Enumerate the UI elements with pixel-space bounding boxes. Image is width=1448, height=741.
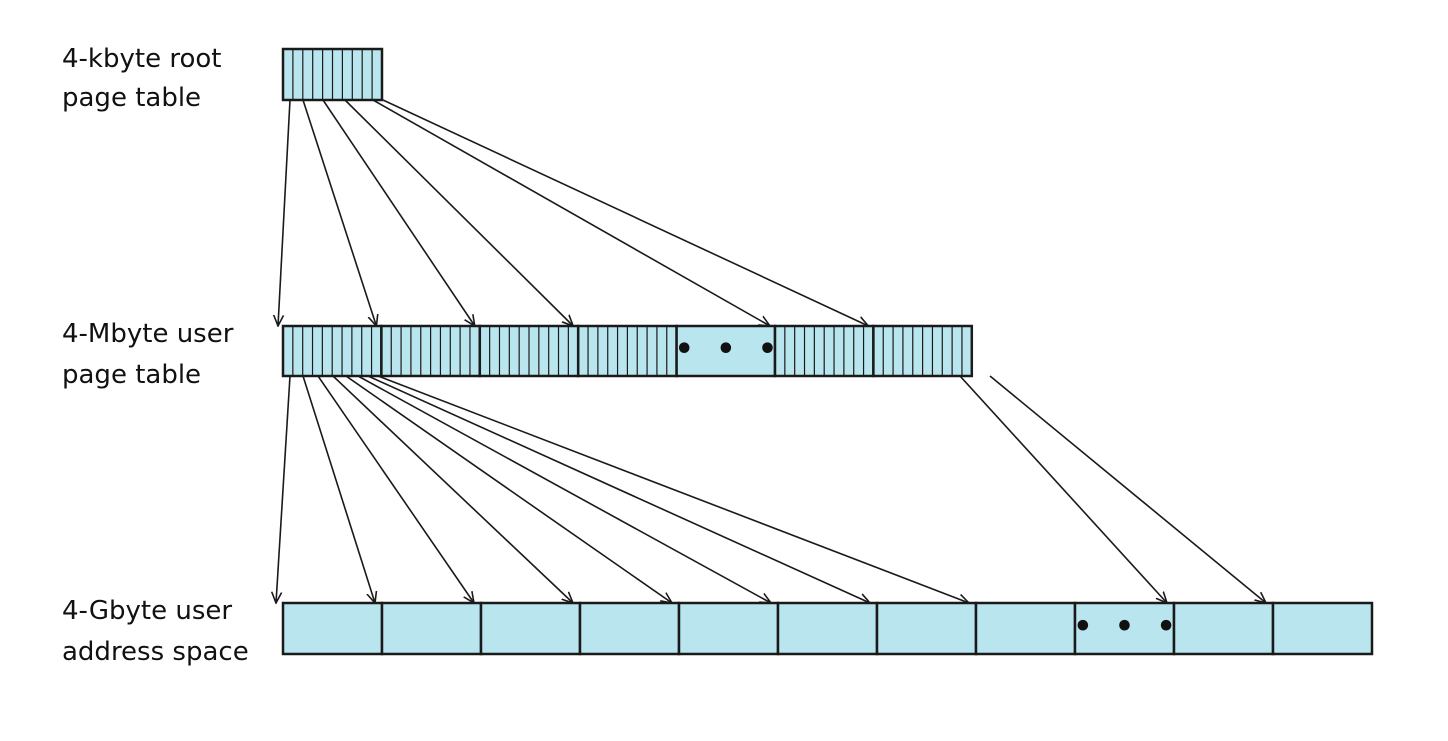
root-to-user-table-arrow: [302, 99, 376, 326]
user-table-ellipsis: • • •: [675, 332, 783, 367]
user-table-to-page-arrow: [345, 375, 672, 603]
address-space-page: [578, 601, 681, 656]
user-address-space: • • •: [281, 601, 1374, 656]
address-space-page: [974, 601, 1077, 656]
root-to-user-table-arrow: [344, 99, 573, 326]
root-table-label: 4-kbyte root page table: [62, 44, 230, 113]
user-table-to-page-arrow: [377, 375, 969, 603]
root-to-user-table-arrow: [382, 99, 868, 326]
address-space-label: 4-Gbyte user address space: [62, 596, 249, 667]
address-space-label-line2: address space: [62, 637, 249, 667]
root-page-table: [281, 47, 384, 102]
address-space-page: [1271, 601, 1374, 656]
root-to-user-table-arrow: [322, 99, 475, 326]
address-space-page: [776, 601, 879, 656]
user-table-to-page-arrow: [367, 375, 870, 603]
user-table-label-line2: page table: [62, 360, 201, 390]
address-space-page: [380, 601, 483, 656]
user-table-to-page-arrow: [357, 375, 771, 603]
address-space-page: [875, 601, 978, 656]
user-page-table: • • •: [281, 324, 974, 378]
user-table-to-page-arrow: [276, 375, 291, 603]
user-table-to-page-arrow: [959, 375, 1167, 603]
user-table-to-page-arrow: [989, 375, 1266, 603]
root-to-user-table-arrow: [372, 99, 770, 326]
root-table-label-line1: 4-kbyte root: [62, 44, 221, 74]
address-space-page: [1172, 601, 1275, 656]
root-to-user-table-arrow: [278, 99, 291, 326]
address-space-ellipsis: • • •: [1073, 610, 1181, 645]
user-table-label: 4-Mbyte user page table: [62, 319, 242, 390]
user-table-to-page-arrow: [302, 375, 375, 603]
user-table-label-line1: 4-Mbyte user: [62, 319, 234, 349]
mapping-arrows: [276, 99, 1266, 603]
address-space-page: [479, 601, 582, 656]
address-space-page: [677, 601, 780, 656]
user-table-ellipsis-cell: [675, 324, 777, 378]
user-table-to-page-arrow: [317, 375, 474, 603]
address-space-page: [281, 601, 384, 656]
root-table-label-line2: page table: [62, 83, 201, 113]
user-table-to-page-arrow: [332, 375, 573, 603]
address-space-label-line1: 4-Gbyte user: [62, 596, 232, 626]
